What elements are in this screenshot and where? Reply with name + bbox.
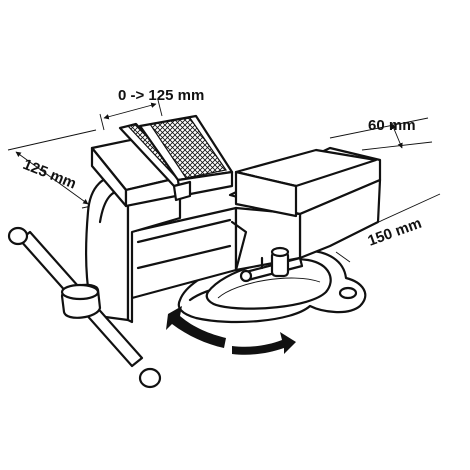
- dimension-lines: [7, 99, 441, 263]
- jaw-opening-label: 0 -> 125 mm: [118, 87, 204, 104]
- jaw-width-label: 125 mm: [21, 156, 79, 193]
- jaw-plates: [118, 114, 234, 202]
- swivel-rotation-arrows-icon: [166, 306, 296, 355]
- jaw-depth-label: 60 mm: [368, 117, 416, 134]
- vise-body: [128, 146, 382, 300]
- handle: [7, 226, 162, 389]
- swivel-lock-lever: [239, 246, 304, 283]
